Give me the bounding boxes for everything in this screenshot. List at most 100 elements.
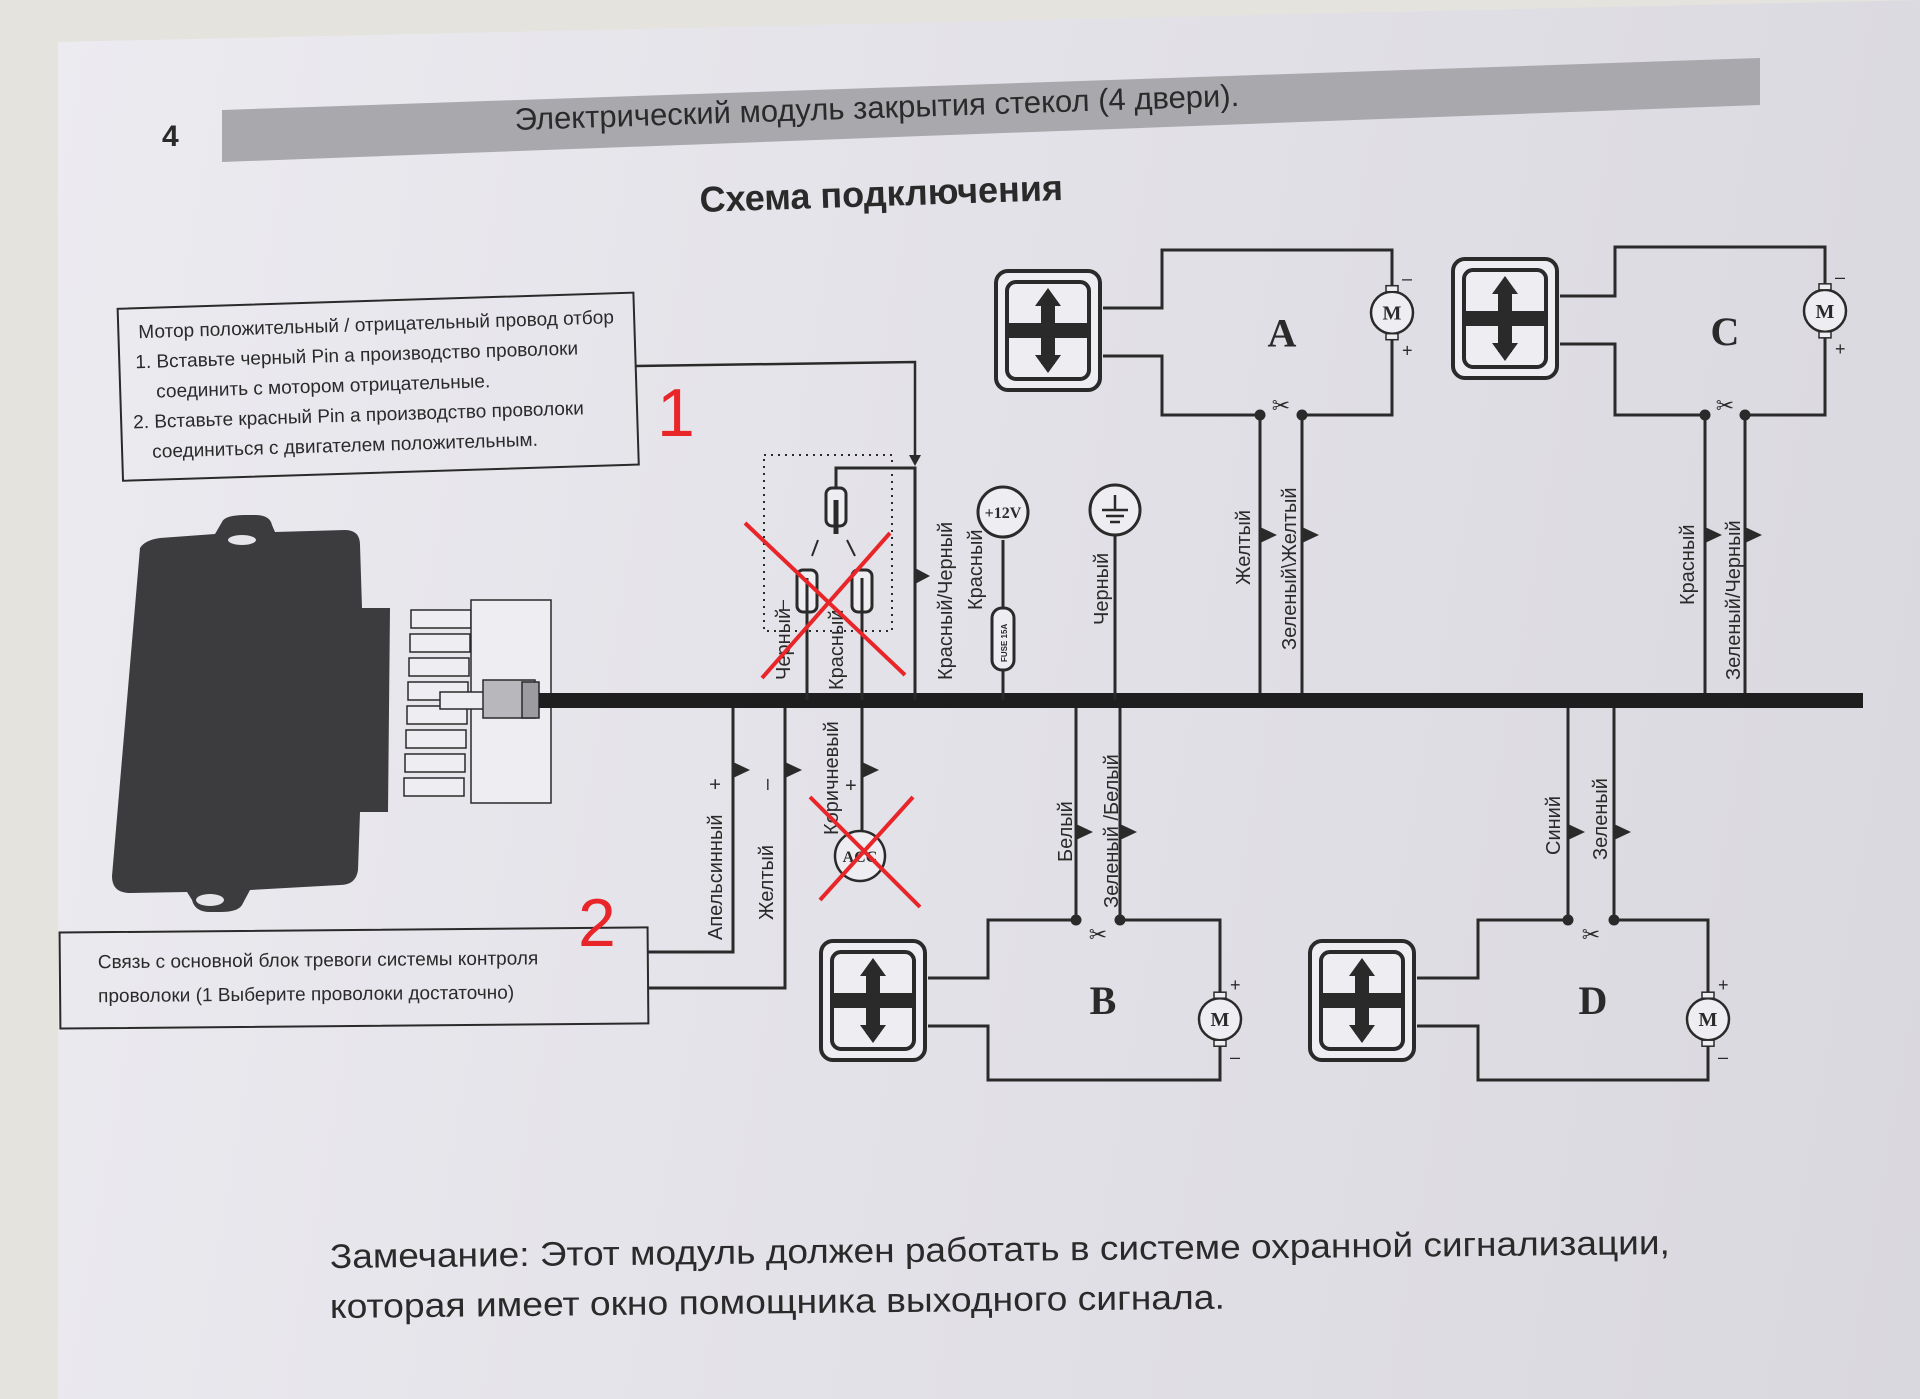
power-12v-label: +12V [985,505,1022,522]
note-top-line-3: соединить с мотором отрицательные. [156,371,491,402]
label-pin-black-sign: – [772,600,792,610]
pin-red-icon [850,568,874,700]
label-red-black: Красный/Черный [935,522,957,680]
wire-arrow [1260,527,1277,543]
alarm-wires: Апельсинный + Желтый – [648,708,802,990]
motor-polarity: + [1402,341,1413,361]
motor-label: M [1211,1009,1230,1031]
motor-polarity: – [1402,269,1412,289]
motor-polarity: + [1718,975,1729,995]
wire-arrow [1705,527,1722,543]
motor-polarity: – [1718,1047,1728,1067]
motor-terminal [1385,332,1399,341]
junction-dot [1254,409,1266,421]
motor-label: M [1699,1009,1718,1031]
header-band [222,58,1760,162]
label-d-green: Зеленый [1590,778,1612,860]
pin-splitter: Черный – Красный [743,454,917,700]
note-bottom-line-1: Связь с основной блок тревоги системы ко… [98,948,539,973]
wire-arrow [1076,824,1093,840]
label-c-red: Красный [1677,525,1699,606]
label-ground-black: Черный [1091,553,1113,625]
door-wire [928,918,1076,980]
motor-label: M [1816,301,1835,323]
wire-arrow [1302,527,1319,543]
diagram-title: Схема подключения [699,167,1064,220]
wire-arrow [1745,527,1762,543]
door-label: D [1579,978,1608,1023]
label-yellow: Желтый [756,845,778,920]
wire-arrow [1614,824,1631,840]
wire-connector [403,599,552,804]
footer-note-line-2: которая имеет окно помощника выходного с… [330,1279,1225,1326]
acc-input: Коричневый + ACC [808,708,922,909]
door-label: A [1268,311,1297,356]
label-b-white: Белый [1055,801,1077,862]
motor-terminal [1213,1039,1227,1047]
door-circuit-c: ✂ M– + C [1451,245,1848,693]
label-b-green-white: Зеленый /Белый [1101,754,1123,908]
leader-arrow [909,455,921,466]
door-wire [1417,918,1568,980]
label-yellow-sign: – [756,778,778,790]
label-d-blue: Синий [1543,796,1565,855]
label-pin-red: Красный [826,610,848,691]
ground-icon [1102,495,1128,524]
motor-polarity: + [1835,339,1846,359]
control-module [112,515,390,912]
cross-out-line [760,531,892,680]
note-bottom-line-2: проволоки (1 Выберите проволоки достаточ… [98,983,514,1008]
junction-dot [1296,409,1308,421]
motor-polarity: – [1835,267,1845,287]
scissors-cut-icon: ✂ [1716,394,1734,419]
annotation-mark-1: 1 [657,375,695,451]
footer-note-line-1: Замечание: Этот модуль должен работать в… [330,1224,1670,1276]
power-12v-icon [976,485,1030,539]
motor-polarity: + [1230,975,1241,995]
window-switch-icon [819,939,927,1062]
motor-label: M [1383,303,1402,325]
wire-arrow [915,568,930,584]
label-a-green-yellow: Зеленый\Желтый [1279,487,1301,650]
svg-text:FUSE 15A: FUSE 15A [1000,624,1009,662]
door-label: B [1090,978,1117,1023]
note-box-top: Мотор положительный / отрицательный пров… [116,291,640,482]
note-top-leader [635,360,917,460]
label-red-12v: Красный [965,530,987,611]
wire-arrow [733,762,750,778]
motor-terminal [1818,283,1832,291]
cross-out-line [743,521,907,677]
junction-dot [1699,409,1711,421]
power-supply: +12V FUSE 15A Красный [965,485,1030,700]
window-switch-icon [1451,257,1559,380]
page-number: 4 [162,120,179,153]
wire-arrow [1120,824,1137,840]
label-c-green-black: Зеленый/Черный [1723,520,1745,680]
door-wire [1560,245,1827,417]
scissors-cut-icon: ✂ [1089,923,1107,948]
door-wire [1560,342,1705,417]
label-orange: Апельсинный [705,814,727,940]
window-switch-icon [994,269,1102,392]
door-wire [1103,248,1394,417]
scissors-cut-icon: ✂ [1272,394,1290,419]
header: 4 Электрический модуль закрытия стекол (… [162,58,1760,220]
note-top-line-2: 1. Вставьте черный Pin а производство пр… [135,338,578,373]
door-label: C [1711,309,1740,354]
motor-terminal [1385,284,1399,293]
door-circuit-a: ✂ M– + A [994,248,1415,693]
main-harness [539,693,1863,708]
pin-connector-icon [824,486,848,534]
door-wire [928,918,1222,1082]
ground: Черный [1088,483,1142,700]
scissors-cut-icon: ✂ [1582,923,1600,948]
motor-terminal [1701,1039,1715,1047]
motor-terminal [1818,331,1832,339]
motor-polarity: – [1230,1047,1240,1067]
junction-dot [1608,914,1620,926]
note-top-line-1: Мотор положительный / отрицательный пров… [138,307,614,343]
door-wire [1103,354,1260,417]
junction-dot [1114,914,1126,926]
wire-arrow [785,762,802,778]
